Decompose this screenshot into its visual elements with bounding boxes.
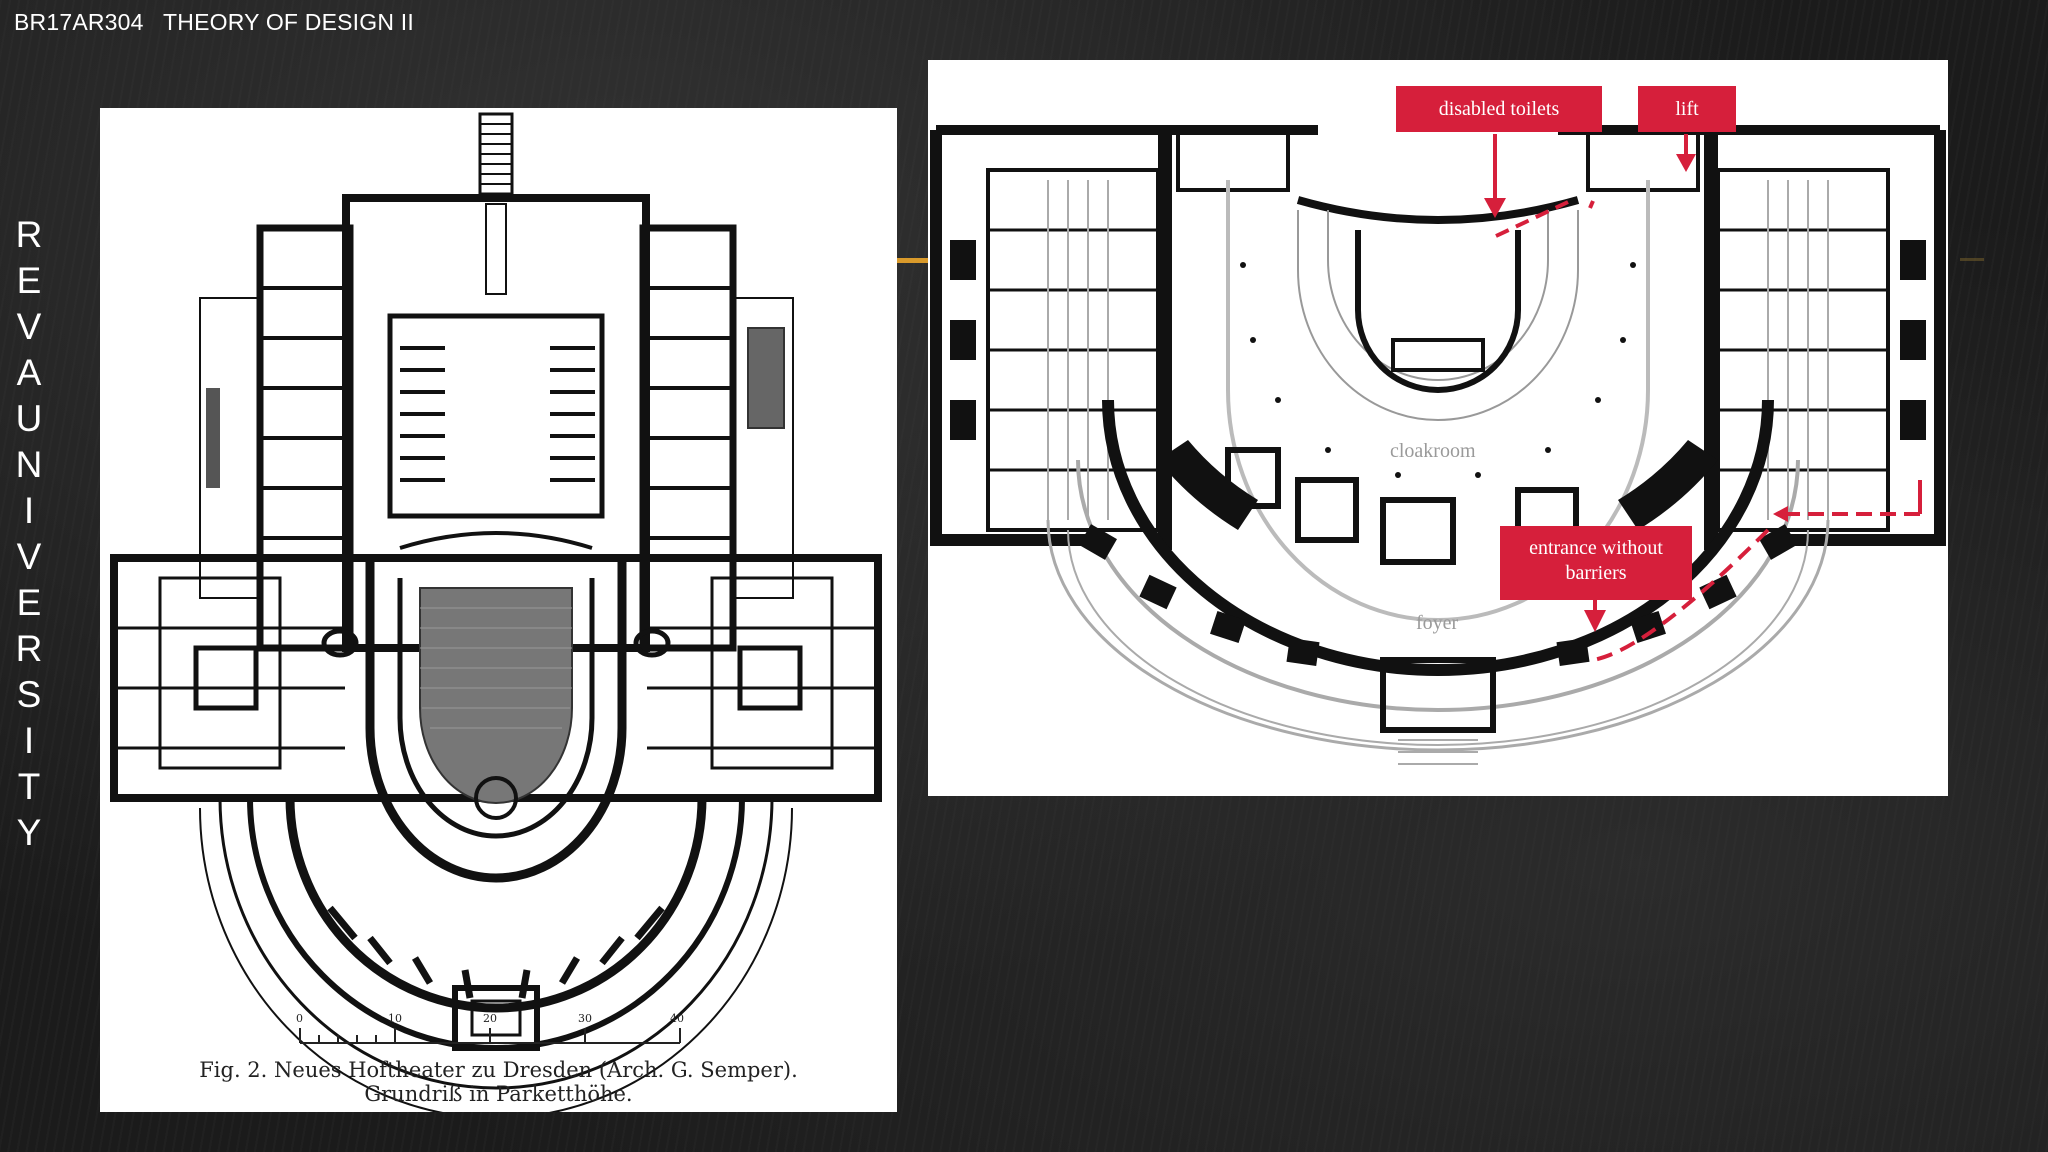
slide-header: BR17AR304 THEORY OF DESIGN II bbox=[14, 9, 414, 36]
course-title: THEORY OF DESIGN II bbox=[163, 9, 414, 35]
side-letter: I bbox=[23, 720, 35, 761]
cloakroom-label: cloakroom bbox=[1390, 440, 1476, 462]
historic-floor-plan-panel: 0 10 20 30 40 Fig. 2. Neues Hoftheater z… bbox=[100, 108, 897, 1112]
scale-tick-label: 20 bbox=[483, 1012, 497, 1025]
figure-caption: Fig. 2. Neues Hoftheater zu Dresden (Arc… bbox=[199, 1058, 798, 1082]
side-letter: S bbox=[16, 674, 42, 715]
side-letter: I bbox=[23, 490, 35, 531]
accessibility-floor-plan-drawing bbox=[930, 125, 1946, 765]
figure-caption-subtitle: Grundriß in Parketthöhe. bbox=[364, 1082, 633, 1106]
side-letter: E bbox=[16, 582, 42, 623]
side-letter: E bbox=[16, 260, 42, 301]
scale-tick-label: 0 bbox=[296, 1012, 303, 1025]
connector-line bbox=[897, 258, 928, 263]
side-letter: R bbox=[15, 628, 43, 669]
side-letter: V bbox=[16, 306, 42, 347]
entrance-without-barriers-callout: entrance without barriers bbox=[1500, 526, 1692, 600]
side-letter: T bbox=[17, 766, 41, 807]
side-letter: N bbox=[15, 444, 43, 485]
side-letter: A bbox=[16, 352, 42, 393]
vertical-university-label: R E V A U N I V E R S I T Y bbox=[12, 212, 46, 856]
callout-line: entrance without bbox=[1529, 537, 1663, 559]
scale-tick-label: 30 bbox=[578, 1012, 592, 1025]
scale-tick-label: 40 bbox=[670, 1012, 684, 1025]
side-letter: R bbox=[15, 214, 43, 255]
side-letter: Y bbox=[16, 812, 42, 853]
scale-tick-label: 10 bbox=[388, 1012, 402, 1025]
accessibility-floor-plan-panel: cloakroom foyer disabled toilets lift en… bbox=[928, 60, 1948, 796]
course-code: BR17AR304 bbox=[14, 9, 144, 35]
side-letter: V bbox=[16, 536, 42, 577]
historic-floor-plan-drawing: 0 10 20 30 40 bbox=[110, 112, 882, 1112]
foyer-label: foyer bbox=[1416, 612, 1459, 634]
connector-line-right bbox=[1960, 258, 1984, 261]
lift-callout: lift bbox=[1638, 86, 1736, 132]
scale-bar bbox=[299, 1028, 681, 1044]
side-letter: U bbox=[15, 398, 43, 439]
callout-line: barriers bbox=[1565, 562, 1627, 584]
disabled-toilets-callout: disabled toilets bbox=[1396, 86, 1602, 132]
